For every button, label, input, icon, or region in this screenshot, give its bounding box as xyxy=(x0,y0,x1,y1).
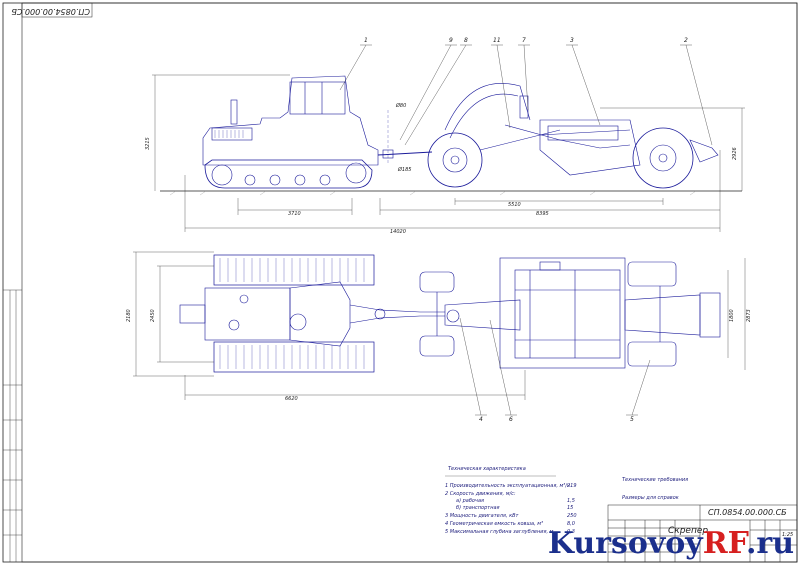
callout-9: 9 xyxy=(449,37,453,44)
specs-title: Техническая характеристика xyxy=(448,466,526,472)
spec-row-4-value: 15 xyxy=(567,505,574,511)
spec-row-2-label: 2 Скорость движения, м/с: xyxy=(445,491,516,497)
dim-plan-width: 2180 xyxy=(126,309,132,322)
plan-view xyxy=(179,254,721,373)
dim-plan-wheels: 2873 xyxy=(746,309,752,322)
callout-3: 3 xyxy=(570,37,574,44)
spec-row-6-label: 4 Геометрическая емкость ковша, м³ xyxy=(445,521,544,527)
spec-row-3-label: а) рабочая xyxy=(456,498,485,504)
dim-height-total: 3215 xyxy=(145,137,151,150)
dim-tractor-len: 3710 xyxy=(288,211,301,217)
spec-row-4-label: б) транспортная xyxy=(456,505,500,511)
spec-row-1-value: 219 xyxy=(567,483,577,489)
callout-1: 1 xyxy=(364,37,368,44)
callout-4: 4 xyxy=(479,416,483,423)
notes-line-1: Размеры для справок xyxy=(622,495,679,501)
title-block xyxy=(607,504,798,563)
callout-2: 2 xyxy=(684,37,688,44)
logo-part-2: RF xyxy=(702,526,746,561)
top-code-box xyxy=(21,2,93,18)
spec-row-7-value: 0,3 xyxy=(567,529,575,535)
side-view xyxy=(160,75,742,196)
callout-8: 8 xyxy=(464,37,468,44)
spec-row-5-label: 3 Мощность двигателя, кВт xyxy=(445,513,519,519)
dim-total-len: 14020 xyxy=(390,229,406,235)
callout-6: 6 xyxy=(509,416,513,423)
dim-plan-bowl: 1800 xyxy=(729,309,735,322)
inner-frame xyxy=(21,2,798,563)
spec-row-3-value: 1,5 xyxy=(567,498,575,504)
dim-scraper-wheelbase: 5510 xyxy=(508,202,521,208)
callout-5: 5 xyxy=(630,416,634,423)
plan-dims xyxy=(133,251,746,416)
logo-part-1: Kursovoy xyxy=(547,526,703,561)
logo-part-3: .ru xyxy=(745,526,794,561)
title-block-scale: 1:25 xyxy=(782,532,794,538)
kursovoyrf-logo: KursovoyRF.ru xyxy=(548,526,794,561)
drawing-code-top: СП.0854.00.000.СБ xyxy=(11,7,90,16)
left-strip xyxy=(3,289,22,562)
title-block-code: СП.0854.00.000.СБ xyxy=(708,508,787,517)
spec-row-7-label: 5 Максимальная глубина заглубления, м xyxy=(445,529,554,535)
dim-d80: Ø80 xyxy=(396,103,407,109)
callout-7: 7 xyxy=(522,37,526,44)
dim-plan-track: 2450 xyxy=(150,309,156,322)
dim-height-right: 2926 xyxy=(732,147,738,160)
dim-scraper-len: 8395 xyxy=(536,211,549,217)
spec-row-1-label: 1 Производительность эксплуатационная, м… xyxy=(445,483,570,489)
notes-title: Технические требования xyxy=(622,477,689,483)
spec-row-5-value: 250 xyxy=(567,513,577,519)
spec-row-6-value: 8,0 xyxy=(567,521,575,527)
side-dims xyxy=(152,44,745,232)
dim-d185: Ø185 xyxy=(398,167,412,173)
dim-plan-len: 6620 xyxy=(285,396,298,402)
title-block-title: Скрепер xyxy=(668,526,709,536)
callout-11: 11 xyxy=(493,37,501,44)
